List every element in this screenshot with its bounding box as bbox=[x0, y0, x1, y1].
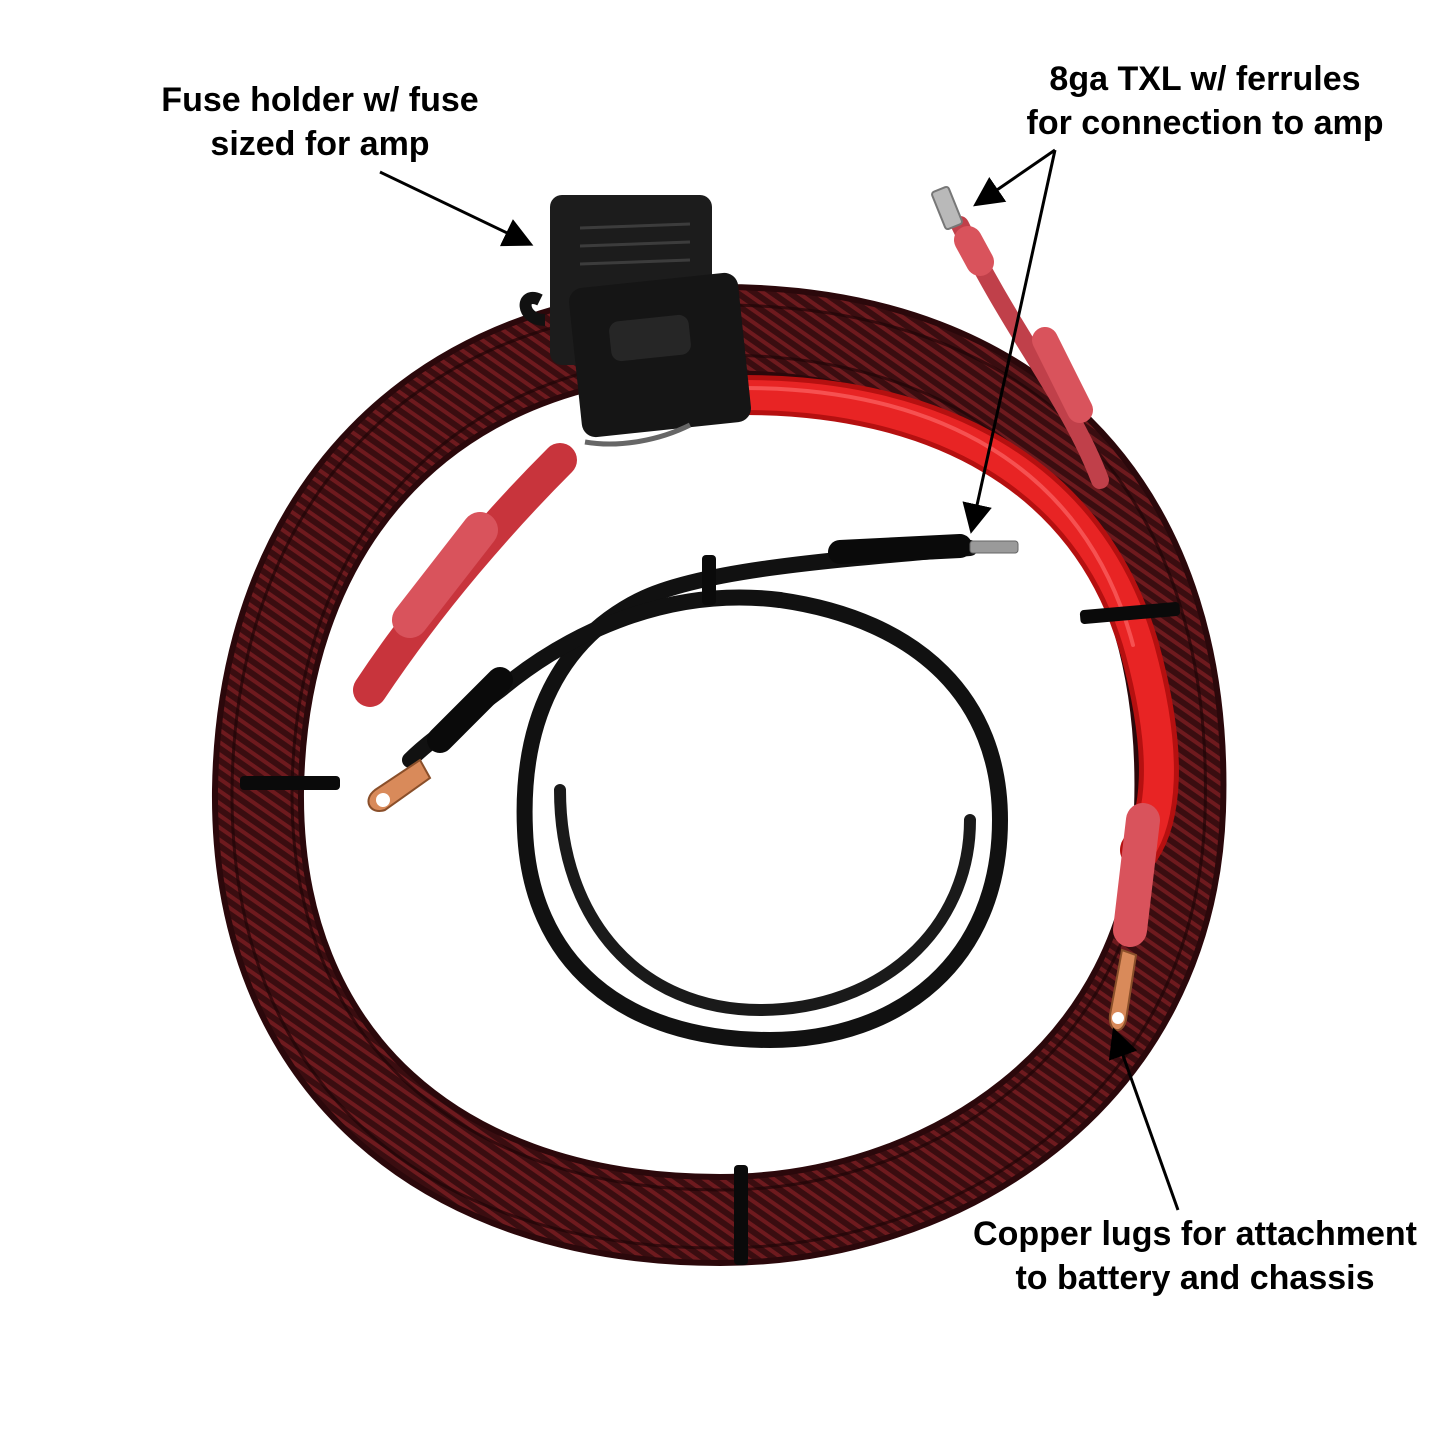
ferrule-icon bbox=[969, 540, 1019, 554]
callout-copper-lugs-line1: Copper lugs for attachment bbox=[973, 1215, 1417, 1253]
callout-fuse-holder: Fuse holder w/ fuse sized for amp bbox=[120, 78, 520, 166]
ring-lug-icon bbox=[367, 758, 432, 812]
callout-fuse-holder-line1: Fuse holder w/ fuse bbox=[161, 81, 479, 119]
arrow-icon bbox=[973, 148, 1056, 207]
red-power-cable bbox=[353, 375, 1179, 870]
callout-ferrules-line1: 8ga TXL w/ ferrules bbox=[1049, 60, 1361, 98]
txl-wire bbox=[951, 216, 1109, 489]
arrow-icon bbox=[1108, 1027, 1180, 1211]
fuse-holder-icon bbox=[519, 195, 751, 447]
red-heatshrink bbox=[392, 512, 1160, 947]
ferrule-icon bbox=[931, 185, 963, 231]
callout-copper-lugs-line2: to battery and chassis bbox=[1015, 1259, 1375, 1297]
braided-sleeve-coil bbox=[211, 283, 1227, 1267]
callout-copper-lugs: Copper lugs for attachment to battery an… bbox=[945, 1212, 1445, 1300]
callout-arrows bbox=[379, 148, 1180, 1211]
callout-ferrules: 8ga TXL w/ ferrules for connection to am… bbox=[990, 57, 1420, 145]
black-ground-cable bbox=[402, 534, 1009, 1049]
arrow-icon bbox=[379, 170, 534, 247]
callout-fuse-holder-line2: sized for amp bbox=[210, 125, 430, 163]
callout-ferrules-line2: for connection to amp bbox=[1026, 104, 1384, 142]
arrow-icon bbox=[962, 149, 1057, 534]
zip-tie-icon bbox=[240, 555, 1181, 1265]
